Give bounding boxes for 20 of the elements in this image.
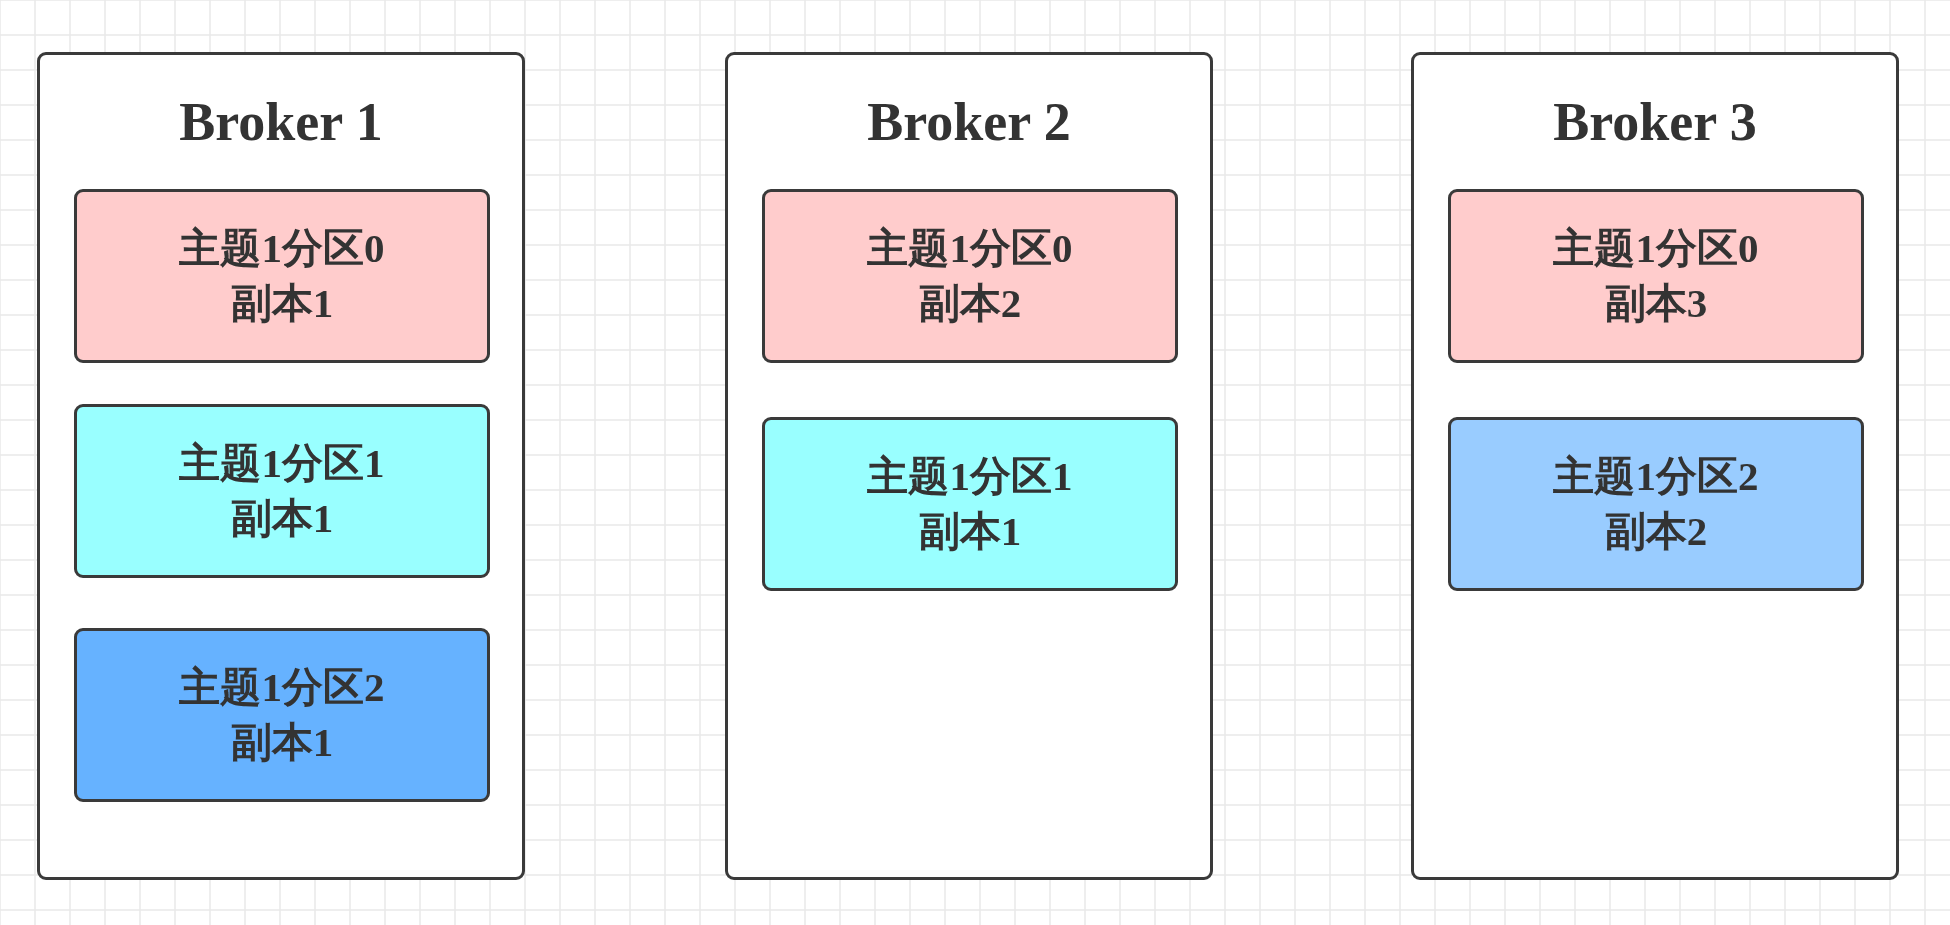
broker-heading: Broker 1 — [178, 93, 384, 153]
broker-heading: Broker 3 — [1552, 93, 1758, 153]
partition-label: 主题1分区0副本3 — [1552, 223, 1760, 328]
partition-box — [1448, 189, 1864, 363]
partition-label: 主题1分区0副本1 — [178, 223, 386, 328]
partition-box — [74, 404, 490, 578]
partition-label: 主题1分区1副本1 — [866, 451, 1074, 556]
broker-box — [37, 52, 525, 880]
broker-heading: Broker 2 — [866, 93, 1072, 153]
partition-label: 主题1分区2副本2 — [1552, 451, 1760, 556]
partition-label: 主题1分区1副本1 — [178, 438, 386, 543]
partition-box — [74, 189, 490, 363]
partition-box — [762, 189, 1178, 363]
partition-box — [74, 628, 490, 802]
partition-box — [762, 417, 1178, 591]
broker-box — [1411, 52, 1899, 880]
partition-box — [1448, 417, 1864, 591]
partition-label: 主题1分区2副本1 — [178, 662, 386, 767]
broker-box — [725, 52, 1213, 880]
partition-label: 主题1分区0副本2 — [866, 223, 1074, 328]
